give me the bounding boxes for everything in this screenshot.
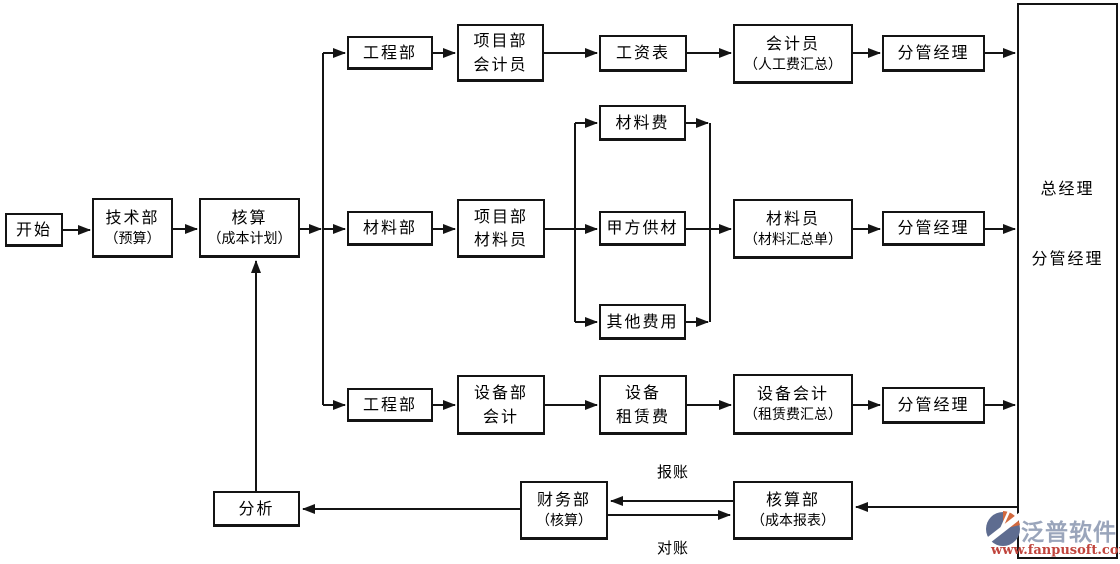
node-executives: 总经理 分管经理 [1017, 3, 1118, 559]
node-label: 设备部 [473, 383, 528, 403]
node-proj-accountant: 项目部 会计员 [457, 24, 544, 82]
node-material-clerk-summary: 材料员 （材料汇总单） [733, 199, 853, 259]
node-sublabel: （核算） [536, 513, 592, 530]
node-label: 项目部 [473, 206, 528, 226]
watermark-url: www.fanpusoft.com [991, 543, 1120, 558]
node-analysis: 分析 [213, 491, 300, 527]
node-label: 材料员 [765, 208, 820, 228]
node-manager-bottom: 分管经理 [882, 387, 985, 424]
fanpu-logo-icon [984, 509, 1022, 547]
node-owner-supplied: 甲方供材 [599, 211, 686, 246]
node-material-dept: 材料部 [347, 211, 433, 246]
node-manager-top: 分管经理 [882, 35, 985, 72]
node-manager-mid: 分管经理 [882, 211, 985, 246]
node-sublabel: （材料汇总单） [744, 231, 842, 248]
node-costing-dept: 核算部 （成本报表） [733, 481, 853, 540]
node-label: 材料部 [362, 218, 417, 238]
node-sublabel: （租赁费汇总） [744, 407, 842, 424]
node-label: 设备会计 [756, 384, 829, 404]
node-label: 设备 [624, 383, 661, 403]
node-label: 工程部 [362, 42, 417, 62]
node-label: 会计员 [765, 33, 820, 53]
node-label: 开始 [15, 219, 52, 239]
node-label: 核算 [231, 207, 268, 227]
node-sublabel: （成本计划） [207, 230, 292, 247]
node-sublabel: （预算） [104, 230, 161, 247]
node-payroll: 工资表 [599, 35, 687, 72]
node-label: 总经理 [1040, 179, 1095, 198]
node-label: 工资表 [615, 43, 670, 63]
edge-label-reconcile: 对账 [657, 539, 690, 557]
node-equip-acct-summary: 设备会计 （租赁费汇总） [733, 374, 853, 435]
node-label: 甲方供材 [606, 218, 679, 238]
node-start: 开始 [5, 213, 63, 247]
node-equip-rental-fee: 设备 租赁费 [599, 375, 687, 435]
node-sublabel: （成本报表） [751, 513, 835, 530]
node-sublabel: 租赁费 [615, 406, 670, 426]
node-label: 技术部 [105, 207, 160, 227]
node-label: 材料费 [615, 112, 670, 132]
node-label: 分管经理 [897, 43, 970, 63]
node-tech-dept: 技术部 （预算） [92, 198, 173, 258]
node-label: 财务部 [536, 490, 591, 510]
node-sublabel: 材料员 [473, 230, 528, 249]
node-sublabel: 分管经理 [1031, 249, 1104, 268]
node-label: 分管经理 [897, 395, 970, 415]
node-material-fee: 材料费 [599, 105, 686, 141]
node-label: 核算部 [765, 490, 820, 510]
node-sublabel: 会计员 [473, 54, 528, 74]
node-proj-material-clerk: 项目部 材料员 [457, 199, 545, 258]
node-sublabel: 会计 [482, 406, 519, 426]
node-costing: 核算 （成本计划） [199, 198, 300, 258]
node-label: 其他费用 [606, 311, 679, 331]
node-finance-dept: 财务部 （核算） [520, 481, 608, 540]
node-label: 分管经理 [897, 218, 970, 238]
node-label: 分析 [238, 498, 275, 518]
node-eng-dept-top: 工程部 [347, 36, 433, 70]
node-label: 工程部 [362, 394, 417, 414]
node-eng-dept-bottom: 工程部 [347, 388, 433, 422]
node-label: 项目部 [473, 31, 528, 51]
watermark-brand: 泛普软件 [1021, 520, 1117, 546]
node-sublabel: （人工费汇总） [744, 56, 842, 73]
edge-label-report: 报账 [657, 463, 690, 481]
node-accountant-labor: 会计员 （人工费汇总） [733, 24, 853, 84]
node-equip-accountant: 设备部 会计 [457, 375, 545, 435]
node-other-fee: 其他费用 [599, 304, 686, 340]
